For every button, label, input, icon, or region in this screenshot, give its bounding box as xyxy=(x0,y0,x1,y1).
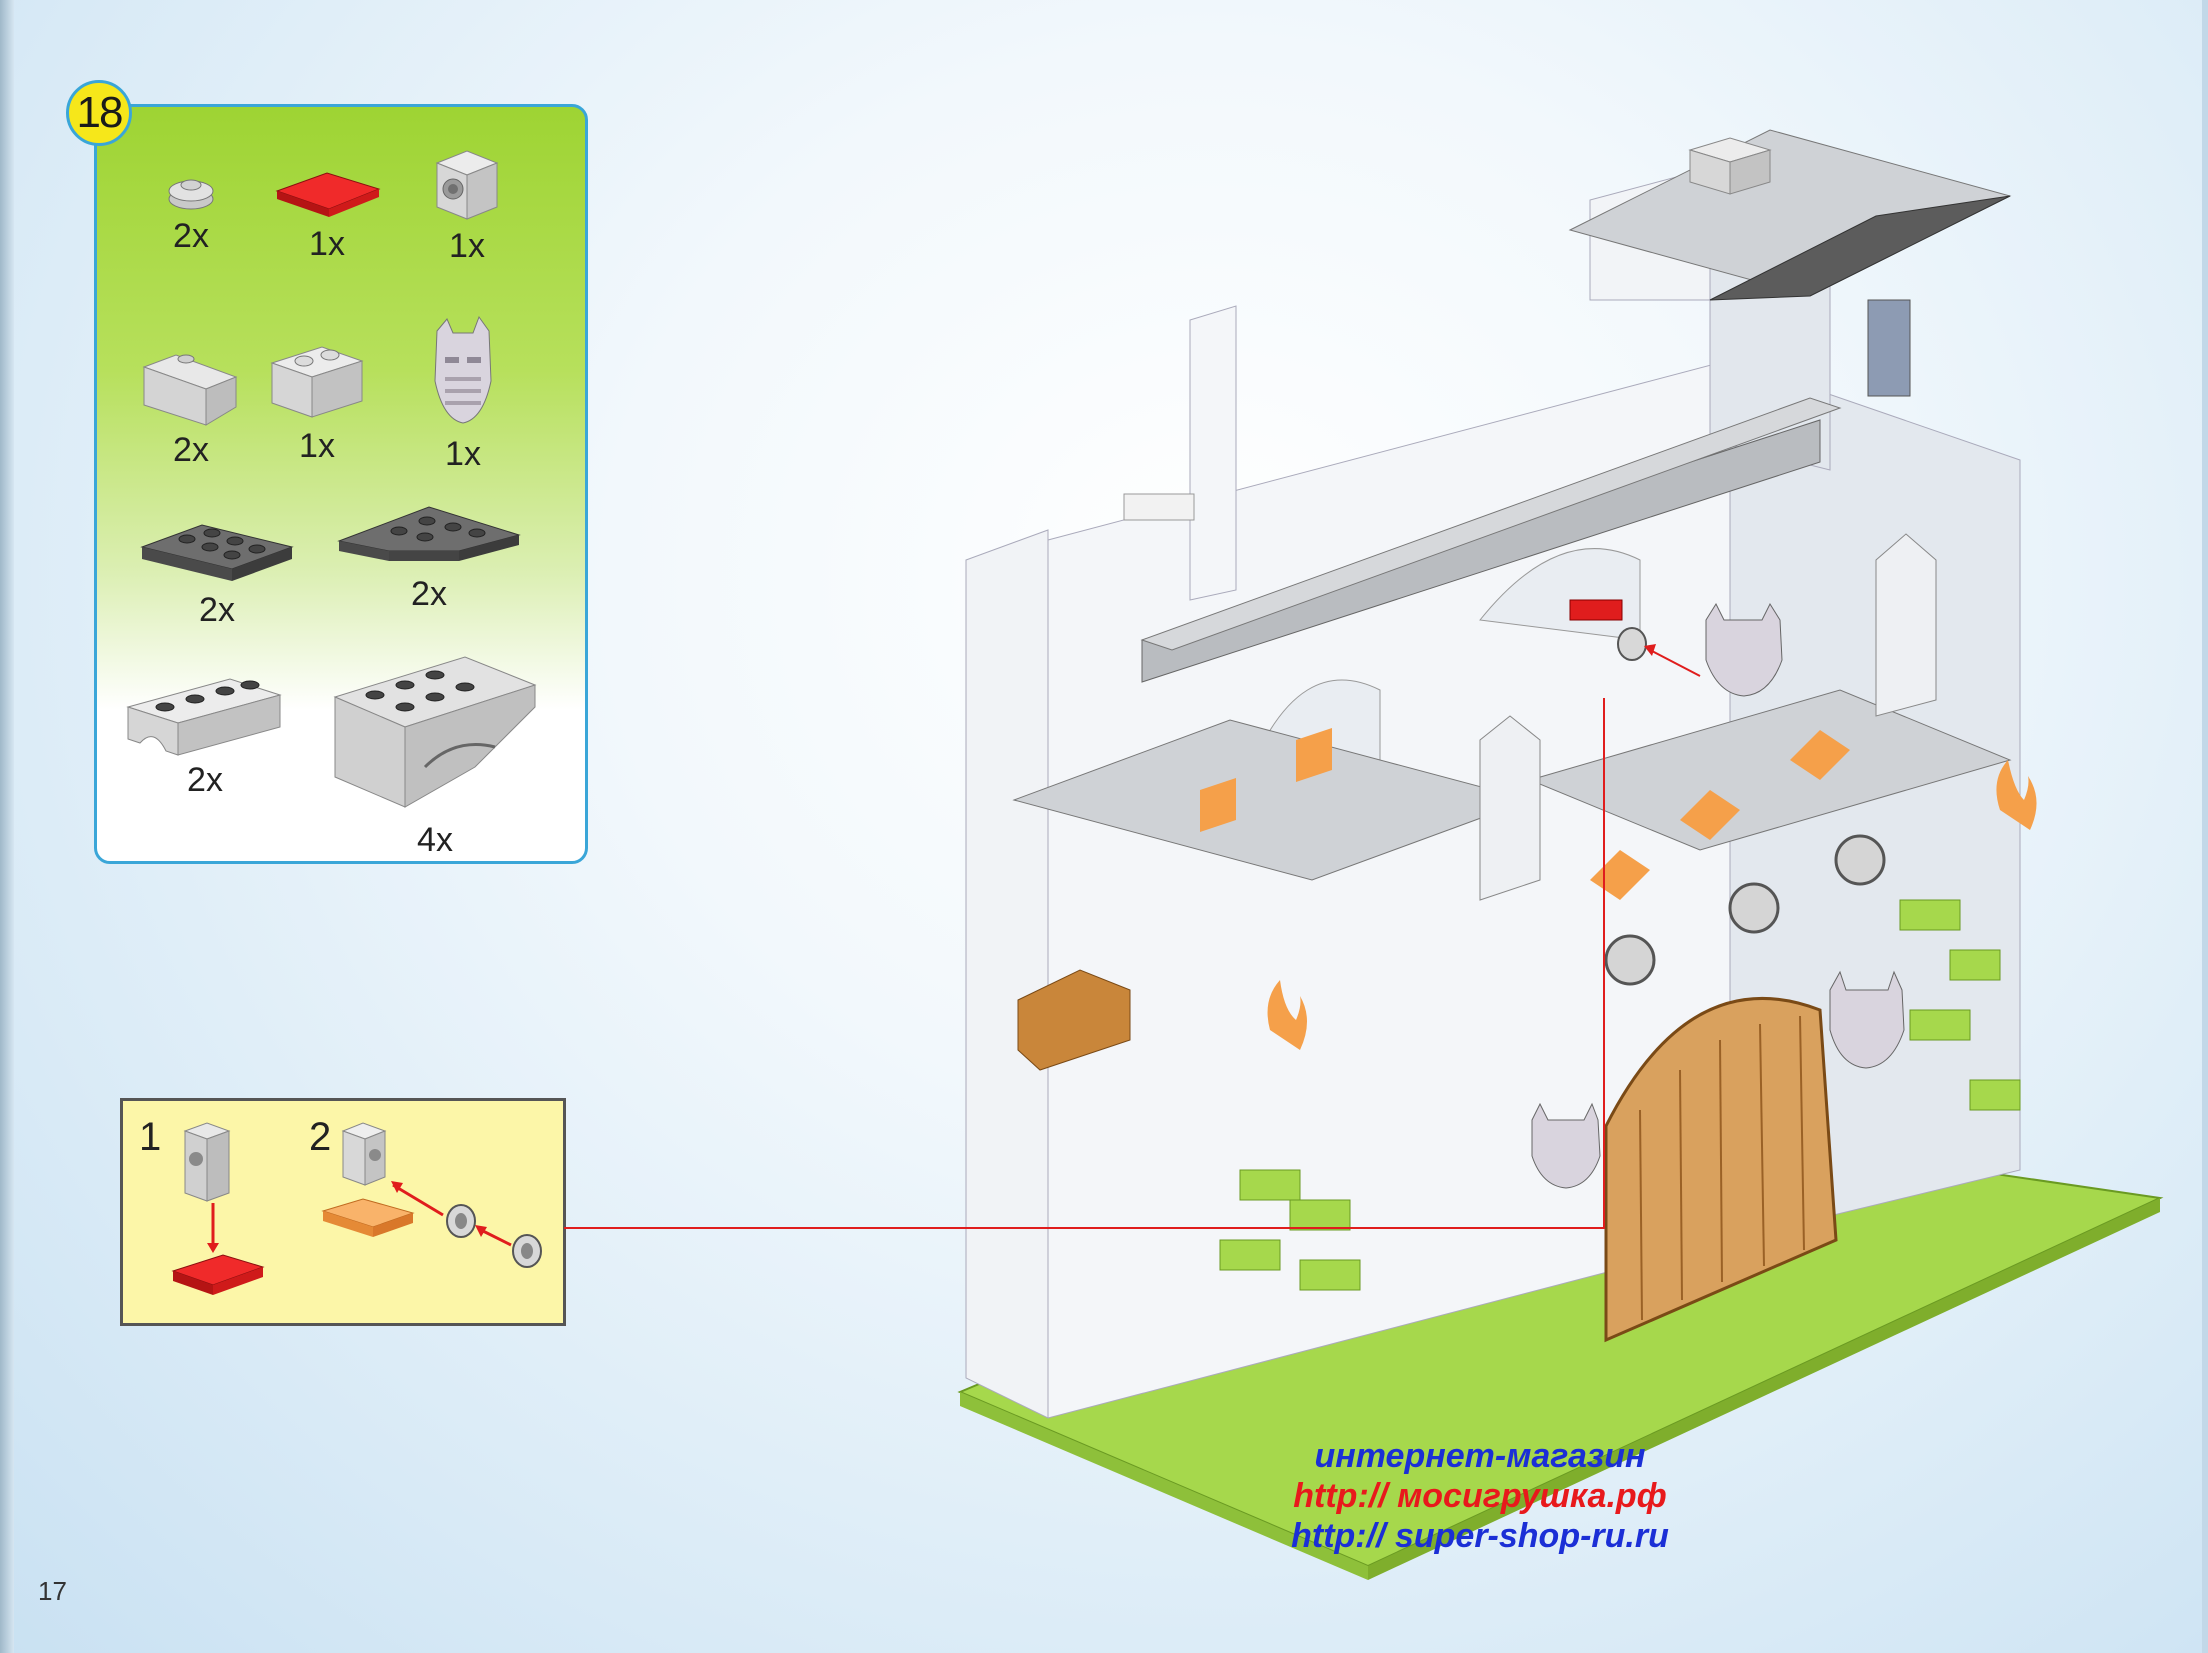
parts-list-panel: 2x 1x 1x 2x xyxy=(94,104,588,864)
substep-2-label: 2 xyxy=(309,1115,332,1159)
part-qty: 1x xyxy=(309,225,345,263)
shield-icon xyxy=(1604,834,1886,986)
assembly-arrows xyxy=(564,644,1701,1229)
part-dark-plate: 2x xyxy=(127,507,307,630)
part-wedge-plate: 2x xyxy=(329,491,529,614)
part-brick-1x2: 1x xyxy=(237,333,397,466)
part-mask: 1x xyxy=(383,311,543,474)
mask-icon xyxy=(1531,602,1905,1189)
part-qty: 1x xyxy=(299,427,335,465)
page-right-edge xyxy=(2202,0,2208,1653)
part-qty: 2x xyxy=(187,761,223,799)
page-number: 17 xyxy=(38,1576,67,1606)
part-qty: 4x xyxy=(417,821,453,859)
left-tower-post xyxy=(1189,305,1237,601)
tower-window xyxy=(1867,299,1911,397)
watermark-line-1: интернет-магазин xyxy=(1314,1437,1646,1475)
spire xyxy=(1479,715,1541,901)
part-qty: 1x xyxy=(449,227,485,265)
pin-connector-icon xyxy=(512,1234,542,1268)
wedge-plate-icon xyxy=(337,506,521,561)
part-decor-wedge: 4x xyxy=(325,637,545,860)
torch-icon xyxy=(1267,760,2037,1050)
dark-plate-icon xyxy=(140,524,294,581)
red-plate-icon xyxy=(275,172,381,217)
highlighted-red-plate xyxy=(1569,599,1623,621)
round-plate-icon xyxy=(168,179,214,210)
decor-wedge-icon xyxy=(333,656,537,808)
slope-brick-icon xyxy=(142,354,238,426)
treasure-chest xyxy=(1017,969,1131,1071)
part-qty: 1x xyxy=(445,435,481,473)
subassembly-panel: 1 2 xyxy=(120,1098,566,1326)
part-qty: 2x xyxy=(173,431,209,469)
brick-1x2-icon xyxy=(270,346,364,418)
part-slope-brick: 2x xyxy=(111,337,271,470)
part-qty: 2x xyxy=(199,591,235,629)
part-arch-brick: 2x xyxy=(115,667,295,800)
part-qty: 2x xyxy=(173,217,209,255)
part-red-plate: 1x xyxy=(247,161,407,264)
watermark-line-3: http:// super-shop-ru.ru xyxy=(1291,1517,1669,1555)
substep-1-label: 1 xyxy=(139,1115,162,1159)
arch-brick-icon xyxy=(126,678,282,756)
subassembly-diagram xyxy=(171,1122,542,1295)
shop-watermark: интернет-магазин http:// мосигрушка.рф h… xyxy=(1200,1436,1760,1556)
step-number-badge: 18 xyxy=(66,80,132,146)
page-binding-edge xyxy=(0,0,14,1653)
part-qty: 2x xyxy=(411,575,447,613)
mask-icon xyxy=(434,315,492,424)
part-round-plate: 2x xyxy=(111,173,271,256)
watermark-line-2: http:// мосигрушка.рф xyxy=(1293,1477,1667,1515)
part-technic-brick: 1x xyxy=(387,143,547,266)
pin-connector-icon xyxy=(446,1204,476,1238)
pin-connector-icon xyxy=(1617,627,1647,661)
technic-brick-icon xyxy=(435,150,499,220)
